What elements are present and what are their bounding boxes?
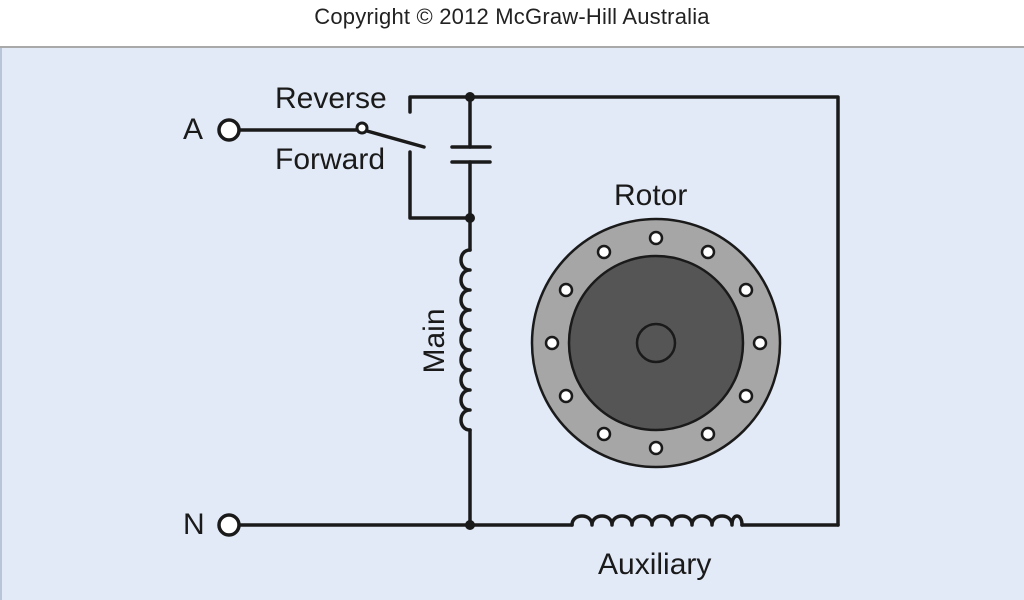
junction-dot-top	[465, 92, 475, 102]
diagram-panel	[0, 48, 1024, 600]
terminal-a-label: A	[183, 113, 204, 146]
stator-slot	[648, 230, 664, 246]
main-winding-coil	[459, 248, 472, 432]
main-winding-label: Main	[418, 308, 451, 374]
terminal-a-circle	[217, 118, 241, 142]
copyright-text: Copyright © 2012 McGraw-Hill Australia	[314, 4, 710, 29]
auxiliary-winding-coil	[570, 514, 744, 527]
stator-slot	[738, 388, 754, 404]
terminal-n-circle	[217, 513, 241, 537]
stator-slot	[738, 282, 754, 298]
rotor-assembly	[530, 217, 782, 469]
wire-reverse-contact	[408, 95, 840, 527]
stator-slot	[544, 335, 560, 351]
switch-forward-label: Forward	[275, 143, 386, 176]
stator-slot	[648, 440, 664, 456]
stator-slot	[700, 244, 716, 260]
wire-forward-contact	[408, 150, 472, 220]
rotor-label: Rotor	[614, 179, 688, 212]
stator-slot	[596, 244, 612, 260]
terminal-n-label: N	[183, 508, 205, 541]
auxiliary-winding-label: Auxiliary	[598, 548, 712, 581]
copyright-header: Copyright © 2012 McGraw-Hill Australia	[0, 0, 1024, 48]
junction-dot-mid	[465, 213, 475, 223]
switch-reverse-label: Reverse	[275, 82, 387, 115]
switch-pivot	[355, 121, 369, 135]
switch-blade	[365, 129, 426, 149]
stator-slot	[558, 282, 574, 298]
stator-slot	[752, 335, 768, 351]
stator-slot	[596, 426, 612, 442]
stator-slot	[700, 426, 716, 442]
junction-dot-bottom	[465, 520, 475, 530]
stator-slot	[558, 388, 574, 404]
rotor-shaft	[635, 322, 677, 364]
